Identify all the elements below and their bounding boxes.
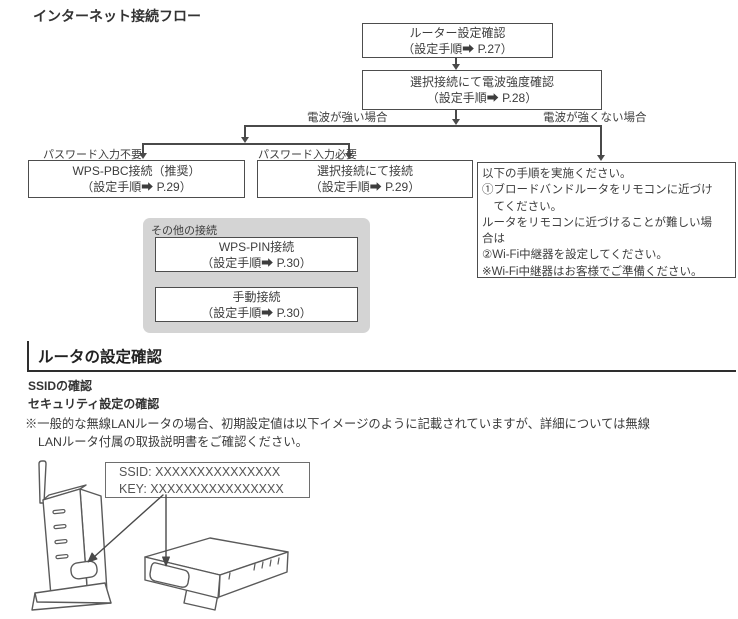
branch-label-signal-weak: 電波が強くない場合 — [543, 112, 647, 124]
router-ports — [228, 557, 280, 580]
flow-box-select-connect-line1: 選択接続にて接続 — [316, 164, 413, 178]
flow-box-manual-connect: 手動接続 （設定手順➡ P.30） — [155, 287, 358, 322]
flow-connector — [142, 143, 144, 154]
flow-connector — [455, 58, 457, 65]
instruction-line: ②Wi-Fi中継器を設定してください。 — [482, 249, 668, 262]
flow-arrow-down — [452, 119, 460, 125]
note-line: ※一般的な無線LANルータの場合、初期設定値は以下イメージのように記載されていま… — [25, 417, 650, 431]
flow-box-manual-connect-line2: （設定手順➡ P.30） — [201, 305, 312, 320]
subheading-ssid: SSIDの確認 — [28, 379, 93, 393]
flow-box-weak-signal-instructions: 以下の手順を実施ください。 ①ブロードバンドルータをリモコンに近づけ てください… — [477, 162, 736, 278]
flow-connector — [348, 143, 350, 154]
router-led-indicators — [52, 508, 69, 560]
router-label-area — [70, 560, 98, 580]
flow-box-wps-pbc-line2: （設定手順➡ P.29） — [81, 180, 192, 194]
wireless-router-vertical-illustration — [31, 460, 112, 611]
flow-box-manual-connect-line1: 手動接続 — [232, 289, 281, 304]
instruction-line: てください。 — [482, 200, 563, 213]
subheading-security: セキュリティ設定の確認 — [28, 397, 160, 411]
note-line: LANルータ付属の取扱説明書をご確認ください。 — [38, 434, 308, 449]
ssid-key-label-box: SSID: XXXXXXXXXXXXXXX KEY: XXXXXXXXXXXXX… — [105, 462, 310, 498]
branch-label-password-required: パスワード入力必要 — [258, 149, 357, 161]
note-paragraph: ※一般的な無線LANルータの場合、初期設定値は以下イメージのように記載されていま… — [25, 416, 650, 451]
label-pointer-arrows — [87, 494, 170, 567]
flow-box-signal-check-line2: （設定手順➡ P.28） — [426, 91, 538, 105]
section-heading: ルータの設定確認 — [27, 341, 736, 372]
flow-box-router-check: ルーター設定確認 （設定手順➡ P.27） — [362, 23, 553, 58]
flow-connector — [455, 110, 457, 119]
flow-box-wps-pin-line1: WPS-PIN接続 — [218, 239, 295, 254]
flow-box-wps-pbc: WPS-PBC接続（推奨） （設定手順➡ P.29） — [28, 160, 245, 198]
branch-label-signal-strong: 電波が強い場合 — [307, 112, 388, 124]
flow-box-wps-pbc-line1: WPS-PBC接続（推奨） — [72, 164, 201, 178]
router-label-area — [149, 562, 190, 588]
flow-box-signal-check: 選択接続にて電波強度確認 （設定手順➡ P.28） — [362, 70, 602, 110]
flow-arrow-down — [345, 153, 353, 159]
branch-label-no-password: パスワード入力不要 — [43, 149, 142, 161]
flow-arrow-down — [597, 155, 605, 161]
instruction-line: 合は — [482, 233, 505, 246]
flow-box-wps-pin-line2: （設定手順➡ P.30） — [201, 255, 312, 270]
flow-arrow-down — [452, 64, 460, 70]
flow-box-select-connect: 選択接続にて接続 （設定手順➡ P.29） — [257, 160, 473, 198]
ssid-value-line: SSID: XXXXXXXXXXXXXXX — [119, 465, 281, 479]
flow-connector — [142, 143, 350, 145]
flow-box-router-check-line1: ルーター設定確認 — [409, 25, 506, 40]
flow-box-signal-check-line1: 選択接続にて電波強度確認 — [409, 75, 554, 89]
flow-arrow-down — [241, 137, 249, 143]
flow-arrow-down — [139, 153, 147, 159]
flow-connector — [244, 125, 246, 137]
instruction-line: ※Wi-Fi中継器はお客様でご準備ください。 — [482, 265, 703, 278]
flow-connector — [245, 125, 602, 127]
other-connections-label: その他の接続 — [151, 225, 217, 237]
instruction-line: 以下の手順を実施ください。 — [482, 168, 632, 180]
instruction-line: ①ブロードバンドルータをリモコンに近づけ — [482, 184, 713, 197]
router-antenna — [38, 460, 47, 504]
flow-connector — [600, 125, 602, 155]
flow-box-router-check-line2: （設定手順➡ P.27） — [402, 41, 513, 56]
instruction-line: ルータをリモコンに近づけることが難しい場 — [482, 216, 712, 229]
flow-box-wps-pin: WPS-PIN接続 （設定手順➡ P.30） — [155, 237, 358, 272]
page-title: インターネット接続フロー — [33, 8, 201, 24]
flow-box-select-connect-line2: （設定手順➡ P.29） — [309, 180, 421, 194]
wireless-router-horizontal-illustration — [144, 537, 289, 611]
router-illustrations — [31, 460, 289, 611]
key-value-line: KEY: XXXXXXXXXXXXXXXX — [119, 482, 284, 496]
